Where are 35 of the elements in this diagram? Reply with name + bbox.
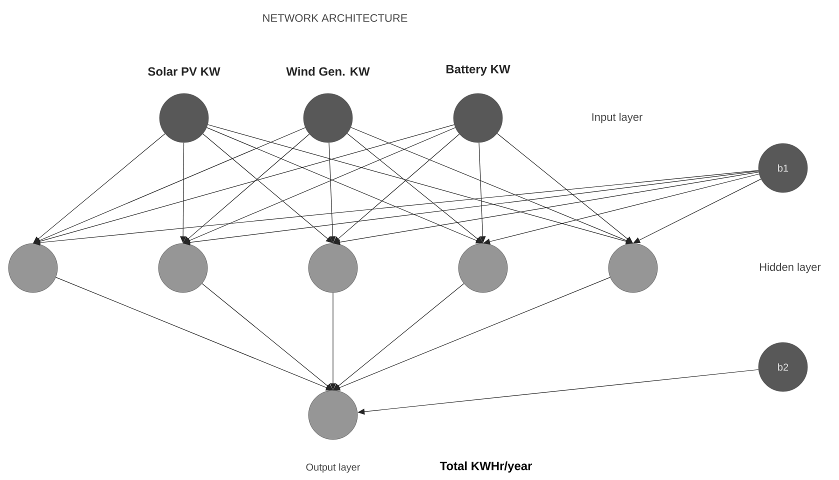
arrow	[183, 127, 456, 244]
arrow	[633, 178, 762, 244]
arrow	[33, 124, 455, 244]
diagram-title: NETWORK ARCHITECTURE	[263, 14, 408, 22]
arrow	[202, 134, 333, 244]
arrow	[483, 174, 760, 245]
arrow	[350, 127, 633, 244]
neuron-circle	[608, 243, 658, 293]
neuron-circle	[308, 390, 358, 440]
arrow	[333, 134, 460, 244]
node-label: Wind Gen. KW	[286, 66, 370, 76]
node-label: Battery KW	[446, 65, 510, 76]
neuron-circle	[458, 243, 508, 293]
neuron-circle	[158, 243, 208, 293]
arrow	[346, 133, 483, 244]
arrow	[33, 170, 759, 246]
arrow	[56, 277, 333, 390]
arrow	[183, 170, 759, 246]
node-caption: Output layer	[306, 463, 360, 473]
arrow	[333, 172, 759, 246]
neuron-circle	[8, 243, 58, 293]
arrow	[333, 283, 464, 390]
arrow	[496, 133, 633, 244]
node-label: Solar PV KW	[148, 66, 220, 76]
arrow	[33, 133, 166, 244]
arrow	[207, 124, 633, 244]
layer-label: Total KWHr/year	[440, 461, 532, 473]
arrow	[33, 127, 306, 244]
arrow	[202, 283, 333, 390]
layer-label: Hidden layer	[760, 262, 821, 274]
neuron-circle	[308, 243, 358, 293]
arrow	[206, 127, 483, 244]
layer-label: Input layer	[592, 112, 642, 124]
arrow	[333, 277, 610, 390]
arrow	[183, 134, 310, 244]
